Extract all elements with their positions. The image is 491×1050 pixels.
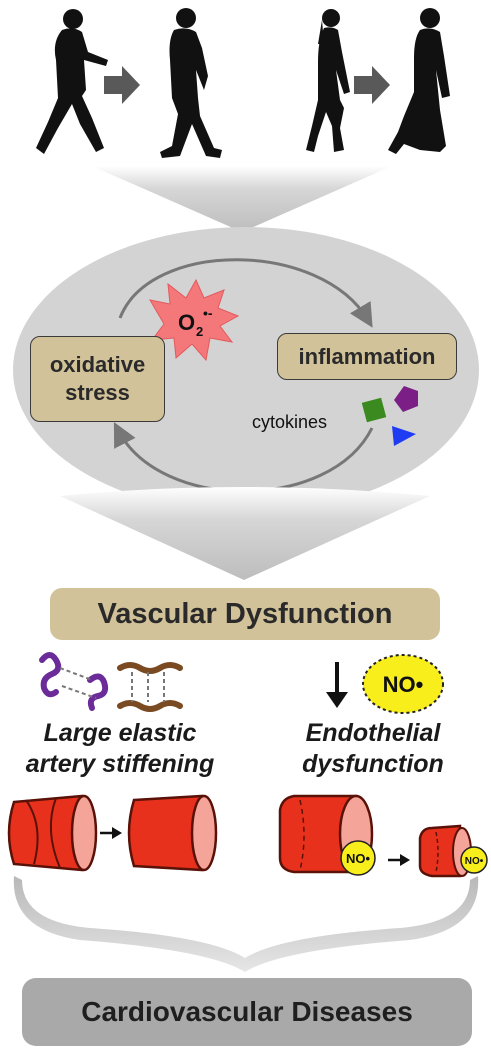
collagen-strand-icon <box>117 700 183 712</box>
young-woman-icon <box>306 9 350 152</box>
superoxide-burst: O 2 •- <box>149 278 240 362</box>
elastin-coil-icon <box>87 673 109 711</box>
no-bubble-icon <box>340 840 376 876</box>
inflammation-box: inflammation <box>277 333 457 380</box>
right-branch-line1: Endothelial <box>305 719 441 747</box>
no-bubble-icon <box>460 846 488 874</box>
funnel-middle <box>60 487 430 580</box>
funnel-top <box>92 166 392 232</box>
stiff-artery-before-icon <box>7 794 98 872</box>
superoxide-O: O <box>178 310 195 335</box>
young-man-icon <box>36 9 108 154</box>
oxidative-stress-line1: oxidative <box>49 352 146 377</box>
oxidative-stress-line2: stress <box>65 380 130 405</box>
left-branch-title: Large elastic artery stiffening <box>0 718 240 780</box>
right-branch-title: Endothelial dysfunction <box>262 718 484 780</box>
collagen-strand-icon <box>117 662 183 674</box>
elastin-coil-icon <box>39 652 62 698</box>
cytokine-green-icon <box>361 397 387 423</box>
no-small-label-2: NO• <box>465 856 484 867</box>
inflammation-label: inflammation <box>298 343 436 369</box>
cycle-diagram: O 2 •- cytokines <box>13 227 479 513</box>
right-branch-line2: dysfunction <box>302 750 444 778</box>
right-arrow-icon <box>354 66 390 104</box>
cytokine-purple-icon <box>394 386 418 412</box>
right-arrow-icon <box>104 66 140 104</box>
crosslink <box>59 667 93 681</box>
cycle-arrow-top <box>118 258 373 328</box>
vascular-dysfunction-box: Vascular Dysfunction <box>50 588 440 640</box>
decreased-no-icon: NO• <box>326 654 444 714</box>
left-branch-line2: artery stiffening <box>25 750 215 778</box>
no-cloud-icon <box>362 654 444 714</box>
older-woman-icon <box>388 8 450 154</box>
aging-silhouettes <box>36 8 450 159</box>
cardiovascular-diseases-label: Cardiovascular Diseases <box>81 996 413 1027</box>
crosslink <box>61 685 97 699</box>
no-small-label-1: NO• <box>346 851 371 866</box>
no-large-label: NO• <box>383 672 424 697</box>
superoxide-sup: •- <box>203 305 213 321</box>
oxidative-stress-box: oxidative stress <box>30 336 165 422</box>
burst-icon <box>149 278 240 362</box>
superoxide-sub: 2 <box>196 324 203 339</box>
old-man-icon <box>160 8 222 159</box>
artery-large-icon: NO• <box>278 794 376 876</box>
stiff-artery-after-icon <box>127 794 218 872</box>
cardiovascular-diseases-box: Cardiovascular Diseases <box>22 978 472 1046</box>
elastin-collagen-icon <box>39 652 183 712</box>
cytokine-blue-icon <box>392 426 416 446</box>
cytokines-label: cytokines <box>252 412 327 432</box>
artery-small-icon: NO• <box>418 824 488 878</box>
left-branch-line1: Large elastic <box>43 719 197 747</box>
convergence-fan <box>13 876 479 972</box>
vascular-dysfunction-label: Vascular Dysfunction <box>97 597 393 630</box>
